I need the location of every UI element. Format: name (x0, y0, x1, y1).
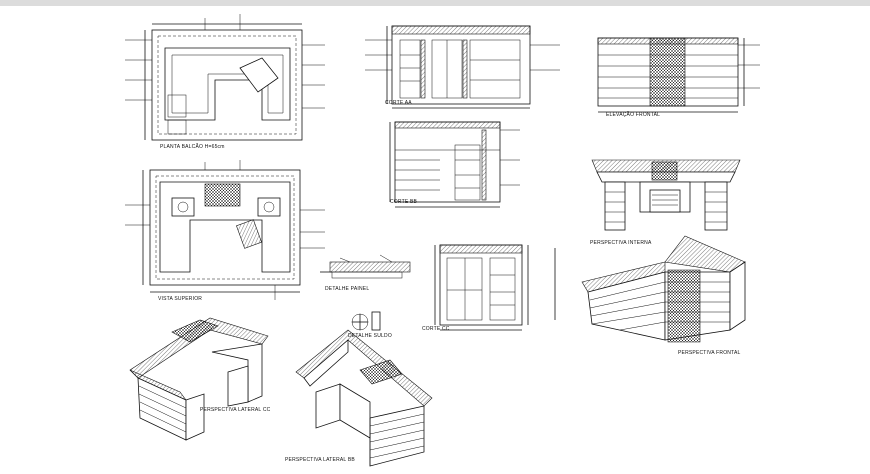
section-cc-title: CORTE CC (422, 326, 450, 332)
section-aa-title: CORTE AA (385, 100, 412, 106)
section-cc-drawing (434, 244, 556, 331)
panel-detail-title: DETALHE PAINEL (325, 286, 370, 292)
front-perspective-drawing (581, 235, 746, 343)
window-top-strip (0, 0, 870, 6)
front-elevation-drawing (597, 37, 760, 113)
side-perspective-cc-title: PERSPECTIVA LATERAL CC (200, 407, 271, 413)
section-bb-drawing (389, 121, 520, 208)
weld-detail-drawing (351, 311, 381, 331)
section-aa-drawing (365, 25, 560, 109)
side-perspective-bb-drawing (295, 329, 433, 467)
front-elevation-title: ELEVAÇÃO FRONTAL (606, 112, 661, 118)
top-view-drawing (125, 160, 325, 300)
top-view-title: VISTA SUPERIOR (158, 296, 203, 302)
front-perspective-title: PERSPECTIVA FRONTAL (678, 350, 741, 356)
panel-detail-drawing (320, 254, 411, 279)
side-perspective-bb-title: PERSPECTIVA LATERAL BB (285, 457, 355, 463)
plan-view-drawing (125, 14, 325, 141)
section-bb-title: CORTE BB (390, 199, 418, 205)
interior-perspective-title: PERSPECTIVA INTERNA (590, 240, 652, 246)
plan-title: PLANTA BALCÃO H=65cm (160, 144, 225, 150)
interior-perspective-drawing (591, 159, 741, 231)
side-perspective-cc-drawing (129, 317, 269, 441)
weld-detail-title: DETALHE SULDO (348, 333, 392, 339)
